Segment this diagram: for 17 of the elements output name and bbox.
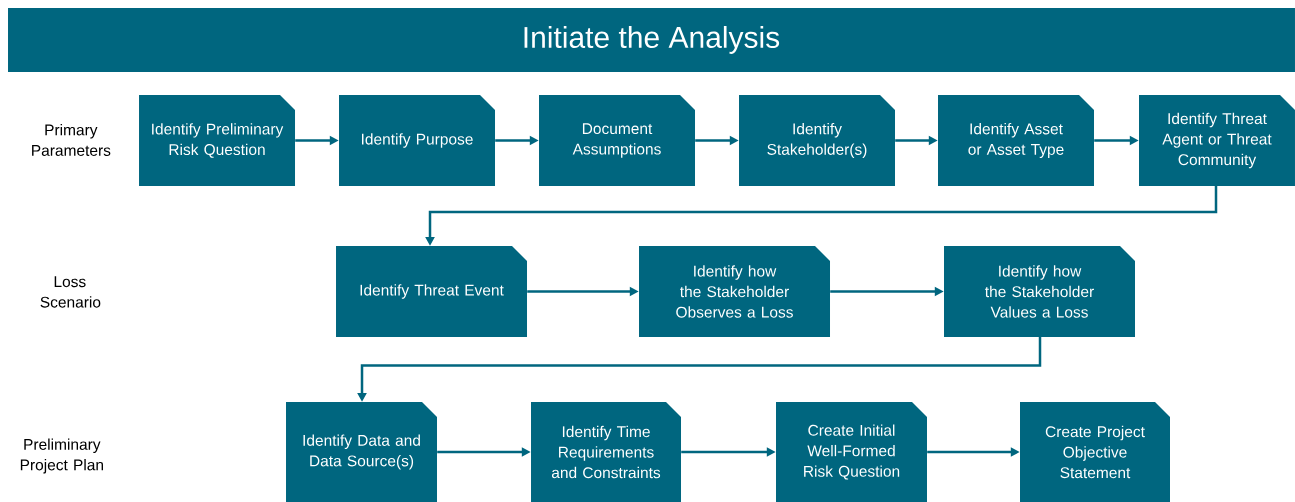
process-box: Identify Threat Agent or Threat Community xyxy=(1139,95,1295,186)
process-box: Identify Preliminary Risk Question xyxy=(139,95,295,186)
process-box: Identify Time Requirements and Constraints xyxy=(531,402,681,502)
row-label: Loss Scenario xyxy=(40,276,101,308)
process-box: Identify Purpose xyxy=(339,95,495,186)
process-box: Identify how the Stakeholder Observes a Loss xyxy=(639,246,830,337)
process-box: Create Initial Well-Formed Risk Question xyxy=(776,402,927,502)
process-box: Identify how the Stakeholder Values a Loss xyxy=(944,246,1135,337)
process-box: Identify Asset or Asset Type xyxy=(938,95,1094,186)
process-box: Create Project Objective Statement xyxy=(1020,402,1170,502)
process-box: Identify Data and Data Source(s) xyxy=(286,402,437,502)
process-box: Identify Stakeholder(s) xyxy=(739,95,895,186)
row-label: Primary Parameters xyxy=(32,124,111,156)
process-box: Identify Threat Event xyxy=(336,246,527,337)
process-box: Document Assumptions xyxy=(539,95,695,186)
title-banner: Initiate the Analysis xyxy=(8,8,1295,72)
row-label: Preliminary Project Plan xyxy=(20,438,103,474)
